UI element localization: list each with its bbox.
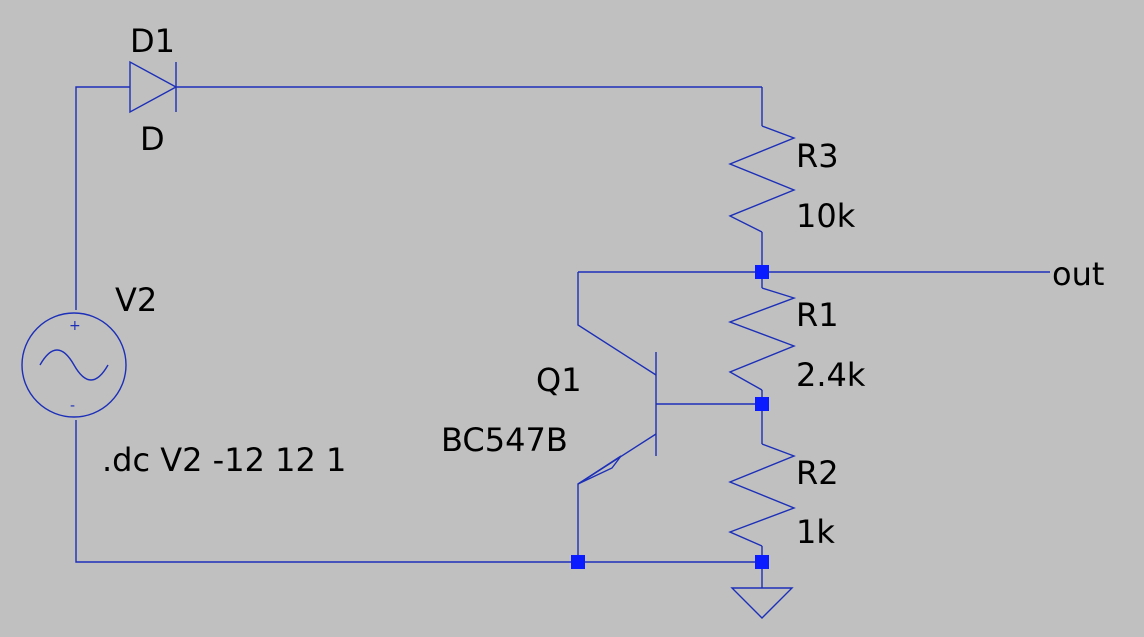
transistor-q1[interactable] <box>577 352 657 485</box>
wires <box>75 86 1050 588</box>
r3-name-label: R3 <box>796 137 839 175</box>
v2-plus-sign: + <box>69 318 81 334</box>
r1-name-label: R1 <box>796 296 839 334</box>
v2-name-label: V2 <box>115 281 157 319</box>
d1-value-label: D <box>140 120 165 158</box>
resistor-r2[interactable] <box>728 443 796 547</box>
junctions <box>571 265 769 569</box>
v2-minus-sign: - <box>70 398 75 414</box>
wire-left-top[interactable] <box>75 86 130 310</box>
wire-collector[interactable] <box>577 272 657 376</box>
r2-value-label: 1k <box>796 513 835 551</box>
diode-d1[interactable] <box>129 60 178 114</box>
r3-value-label: 10k <box>796 197 856 235</box>
r1-value-label: 2.4k <box>796 356 866 394</box>
ground-symbol[interactable] <box>730 587 794 619</box>
junction-ground-node[interactable] <box>755 555 769 569</box>
junction-base-node[interactable] <box>755 397 769 411</box>
out-net-label: out <box>1052 255 1104 293</box>
dc-sweep-directive[interactable]: .dc V2 -12 12 1 <box>102 441 346 479</box>
resistor-r1[interactable] <box>728 287 797 391</box>
resistor-r3[interactable] <box>728 125 796 233</box>
junction-out-node[interactable] <box>755 265 769 279</box>
voltage-source-v2[interactable] <box>21 312 127 418</box>
q1-model-label: BC547B <box>441 421 568 459</box>
wire-ground-rail[interactable] <box>75 420 762 563</box>
wire-emitter[interactable] <box>577 433 657 562</box>
r2-name-label: R2 <box>796 454 839 492</box>
q1-name-label: Q1 <box>536 361 582 399</box>
d1-name-label: D1 <box>130 22 175 60</box>
junction-emitter-node[interactable] <box>571 555 585 569</box>
